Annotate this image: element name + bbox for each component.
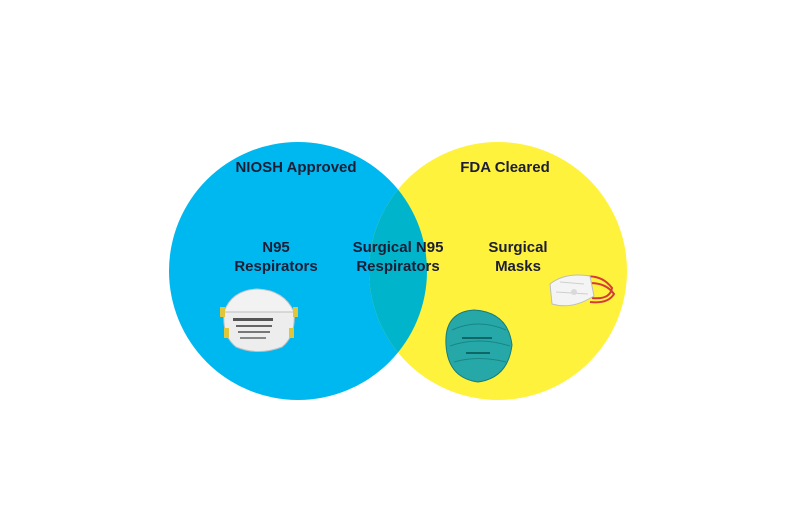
- surgical-n95-respirators-label: Surgical N95 Respirators: [352, 239, 444, 275]
- fda-cleared-label: FDA Cleared: [460, 159, 550, 176]
- n95-respirator-mask-icon: [220, 288, 298, 352]
- niosh-approved-label: NIOSH Approved: [235, 159, 357, 176]
- n95-respirators-label: N95 Respirators: [234, 239, 318, 275]
- fda-cleared-circle: [369, 142, 627, 400]
- surgical-masks-label: Surgical Masks: [488, 239, 548, 275]
- surgical-n95-respirator-icon: [445, 309, 513, 383]
- surgical-mask-icon: [549, 274, 616, 307]
